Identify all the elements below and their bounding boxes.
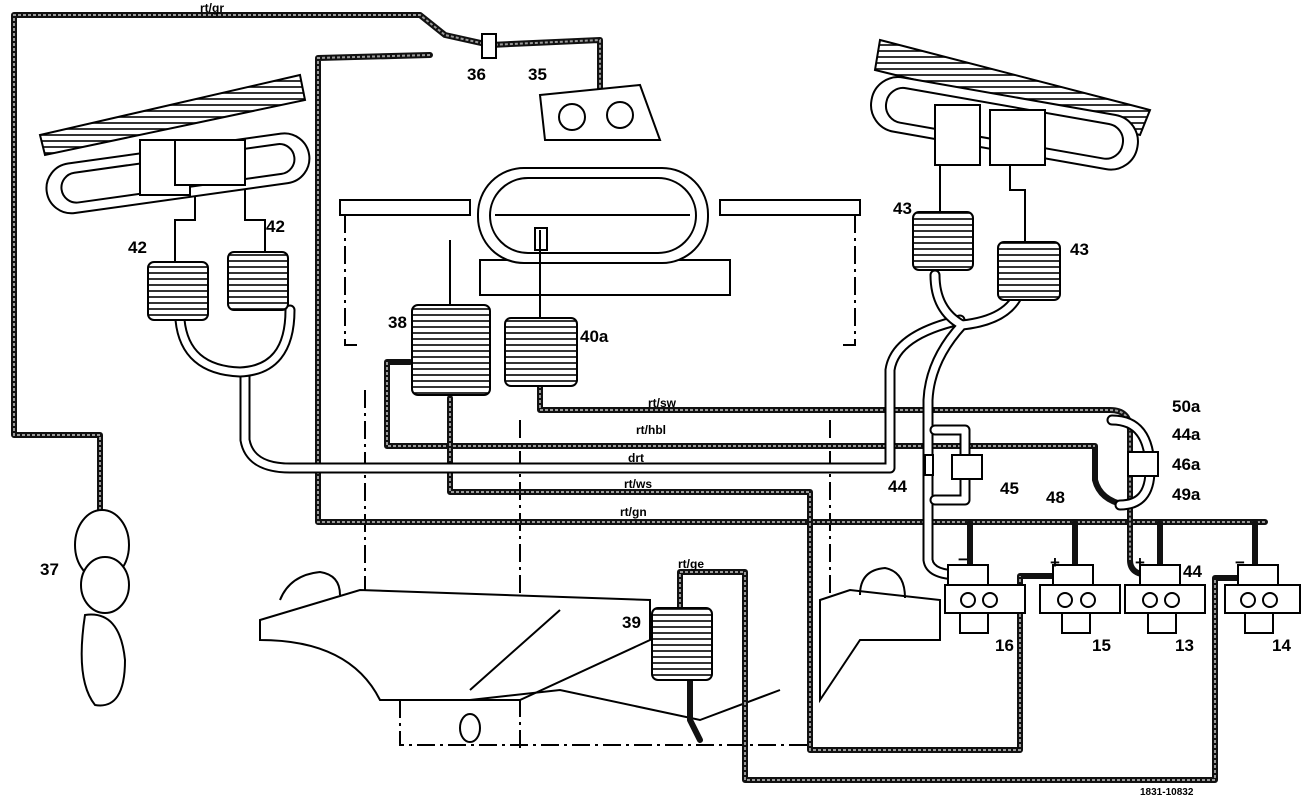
switchover-valves xyxy=(944,564,1301,634)
label-rt-ws: rt/ws xyxy=(624,477,652,491)
label-13: 13 xyxy=(1175,636,1194,655)
label-38: 38 xyxy=(388,313,407,332)
label-rt-hbl: rt/hbl xyxy=(636,423,666,437)
polarity-14: − xyxy=(1235,553,1245,572)
label-39: 39 xyxy=(622,613,641,632)
label-35: 35 xyxy=(528,65,547,84)
label-40a: 40a xyxy=(580,327,609,346)
label-42-left: 42 xyxy=(128,238,147,257)
actuators xyxy=(147,211,1159,681)
left-vent xyxy=(38,73,311,215)
label-43-left: 43 xyxy=(893,199,912,218)
right-vent xyxy=(870,38,1152,171)
label-44-valve: 44 xyxy=(1183,562,1202,581)
vacuum-lines xyxy=(11,12,1268,783)
label-rt-ge: rt/ge xyxy=(678,557,704,571)
footwell-outlet xyxy=(538,83,662,141)
connector-36 xyxy=(481,33,497,59)
label-16: 16 xyxy=(995,636,1014,655)
label-44-tube: 44 xyxy=(888,477,907,496)
label-45: 45 xyxy=(1000,479,1019,498)
label-rt-gn: rt/gn xyxy=(620,505,647,519)
polarity-15: + xyxy=(1050,553,1060,572)
label-15: 15 xyxy=(1092,636,1111,655)
label-48: 48 xyxy=(1046,488,1065,507)
label-46a: 46a xyxy=(1172,455,1201,474)
label-50a: 50a xyxy=(1172,397,1201,416)
label-44a: 44a xyxy=(1172,425,1201,444)
center-air-distributor xyxy=(477,167,709,264)
vehicle-outline xyxy=(259,199,941,750)
label-36: 36 xyxy=(467,65,486,84)
figure-id: 1831-10832 xyxy=(1140,787,1194,798)
label-drt: drt xyxy=(628,451,644,465)
label-rt-sw: rt/sw xyxy=(648,396,677,410)
vacuum-reservoir xyxy=(74,509,130,707)
label-37: 37 xyxy=(40,560,59,579)
label-43-right: 43 xyxy=(1070,240,1089,259)
label-49a: 49a xyxy=(1172,485,1201,504)
polarity-16: − xyxy=(958,550,968,569)
polarity-13: + xyxy=(1135,553,1145,572)
label-14: 14 xyxy=(1272,636,1291,655)
label-rt-gr: rt/gr xyxy=(200,1,224,15)
label-42-right: 42 xyxy=(266,217,285,236)
